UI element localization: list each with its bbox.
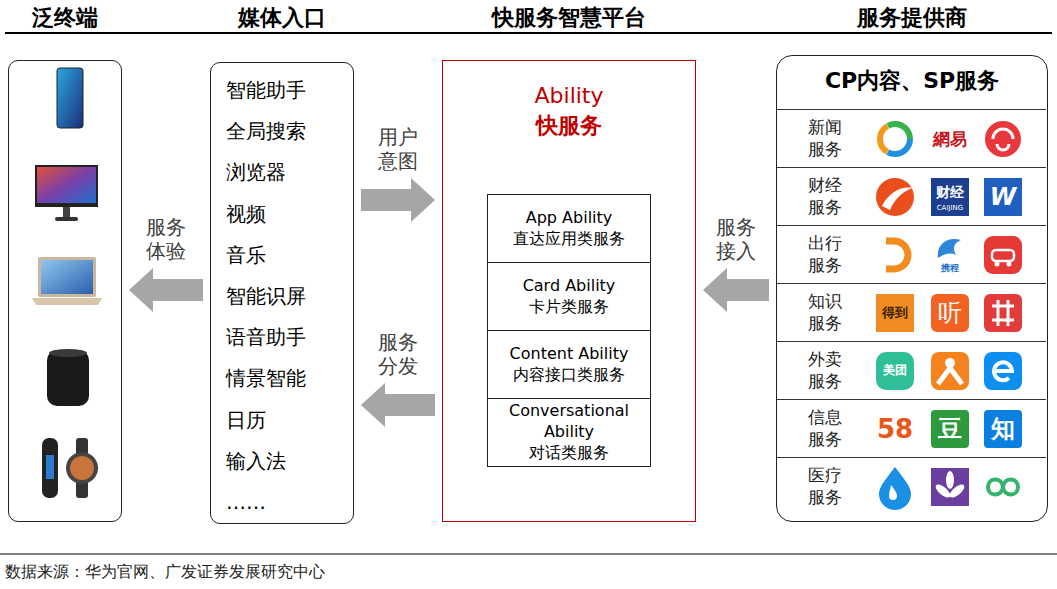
entry-item: …… (226, 482, 353, 523)
logo-text: 听 (938, 300, 962, 326)
entry-item: 输入法 (226, 441, 353, 482)
entry-item: 音乐 (226, 235, 353, 276)
column-heading: 快服务智慧平台 (403, 4, 735, 32)
block-arrow (361, 178, 435, 222)
logo-text: 财经 (936, 185, 964, 200)
ability-text: Card Ability (523, 276, 616, 297)
ability-text: 对话类服务 (529, 443, 609, 464)
logo-text: 58 (877, 415, 913, 444)
column-heading: 泛终端 (0, 4, 161, 32)
ability-text: Content Ability (510, 344, 629, 365)
arrow-label: 服务 接入 (715, 215, 757, 263)
logo-text: CAIJING (937, 205, 964, 213)
logo-text: 網易 (933, 130, 967, 149)
category-label: 医疗 服务 (807, 465, 843, 508)
logo-text: 美团 (883, 364, 907, 377)
category-label: 新闻 服务 (807, 117, 843, 160)
logo-text: 得到 (882, 306, 908, 320)
category-label: 出行 服务 (807, 233, 843, 276)
category-label: 信息 服务 (807, 407, 843, 450)
category-row: 知识 服务 (777, 283, 1046, 341)
provider-logos (876, 121, 1022, 510)
column-heading: 服务提供商 (737, 4, 1057, 32)
platform-title-line: Ability (443, 81, 695, 111)
block-arrow (129, 268, 203, 312)
provider-subtitle: CP内容、SP服务 (777, 66, 1047, 96)
ability-box: App Ability直达应用类服务 (487, 194, 651, 263)
logo-text: 携程 (941, 264, 959, 274)
logo-text: 豆 (938, 416, 962, 442)
header-rule (5, 32, 1052, 34)
ability-text: 卡片类服务 (529, 297, 609, 318)
ability-box: Content Ability内容接口类服务 (487, 330, 651, 399)
entry-item: 智能识屏 (226, 276, 353, 317)
ability-text: 直达应用类服务 (513, 229, 625, 250)
entry-item: 日历 (226, 400, 353, 441)
category-row: 外卖 服务 (777, 341, 1046, 399)
entry-item: 全局搜索 (226, 111, 353, 152)
source-caption: 数据来源：华为官网、广发证券发展研究中心 (5, 562, 325, 583)
category-row: 出行 服务 (777, 225, 1046, 283)
ability-text: Conversational Ability (494, 401, 644, 443)
platform-title: Ability快服务 (443, 81, 695, 141)
device-icons (32, 68, 102, 498)
ability-box: Card Ability卡片类服务 (487, 262, 651, 331)
arrow-label: 服务 分发 (377, 330, 419, 378)
entry-item: 语音助手 (226, 317, 353, 358)
provider-box: 服务提供商CP内容、SP服务新闻 服务财经 服务出行 服务知识 服务外卖 服务信… (776, 55, 1048, 522)
entry-item: 浏览器 (226, 152, 353, 193)
terminal-column: 泛终端 (8, 60, 122, 522)
entry-list-box: 媒体入口智能助手全局搜索浏览器视频音乐智能识屏语音助手情景智能日历输入法…… (210, 62, 354, 524)
entry-item: 视频 (226, 194, 353, 235)
category-label: 知识 服务 (807, 291, 843, 334)
block-arrow (703, 268, 769, 312)
arrow-label: 用户 意图 (377, 125, 419, 173)
entry-item: 智能助手 (226, 70, 353, 111)
entry-item: 情景智能 (226, 358, 353, 399)
ability-text: 内容接口类服务 (513, 365, 625, 386)
category-row: 新闻 服务 (777, 109, 1046, 167)
logo-text: W (990, 184, 1016, 210)
platform-title-line: 快服务 (443, 111, 695, 141)
column-heading: 媒体入口 (171, 4, 393, 32)
logo-text: 知 (991, 416, 1015, 442)
category-label: 财经 服务 (807, 175, 843, 218)
entry-list: 智能助手全局搜索浏览器视频音乐智能识屏语音助手情景智能日历输入法…… (211, 63, 353, 523)
platform-box: 快服务智慧平台Ability快服务App Ability直达应用类服务Card … (442, 60, 696, 522)
ability-box: Conversational Ability对话类服务 (487, 398, 651, 467)
category-label: 外卖 服务 (807, 349, 843, 392)
block-arrow (361, 383, 435, 427)
ability-text: App Ability (526, 208, 613, 229)
footer-rule (0, 554, 1057, 555)
category-row: 医疗 服务 (777, 457, 1046, 515)
arrow-label: 服务 体验 (145, 215, 187, 263)
